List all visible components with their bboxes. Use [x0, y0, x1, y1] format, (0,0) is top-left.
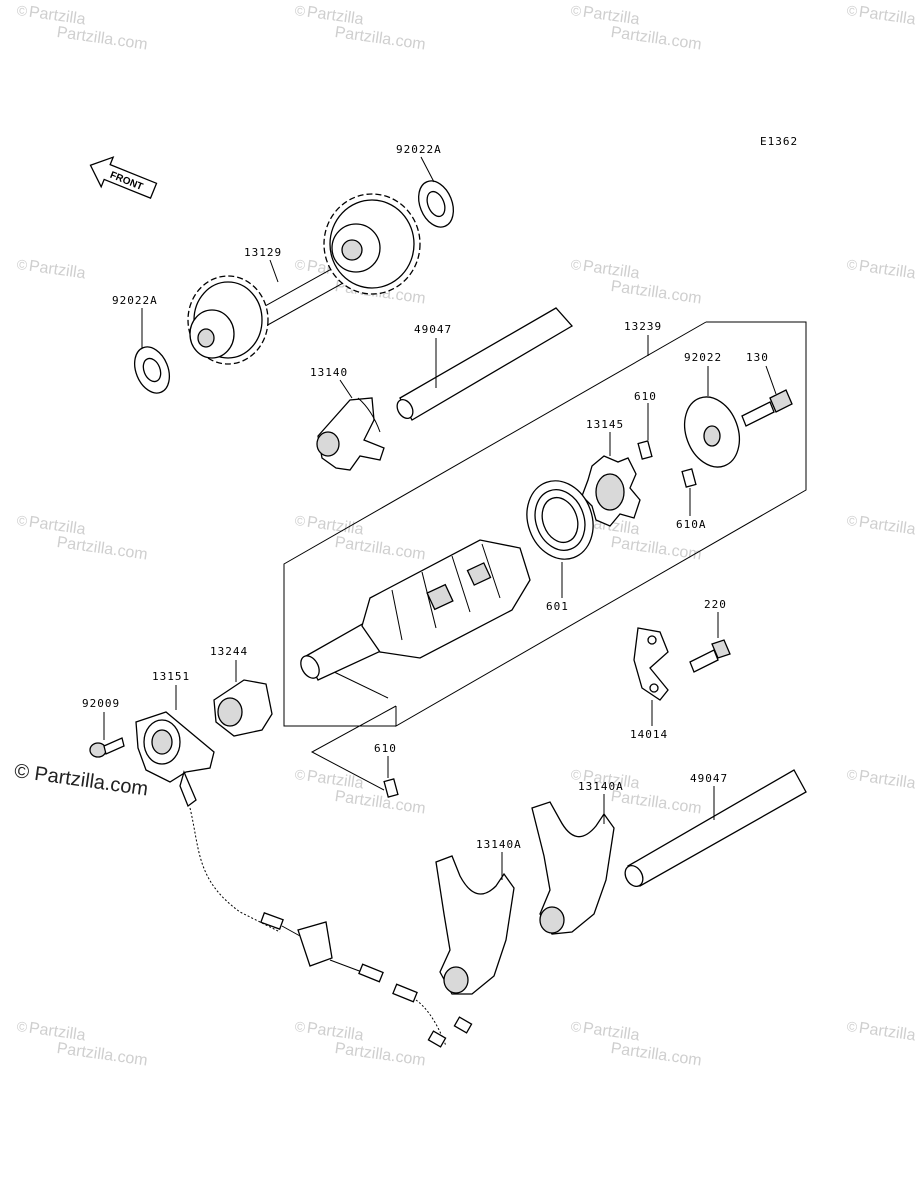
label-49047-upper: 49047: [414, 323, 452, 336]
label-610-upper: 610: [634, 390, 657, 403]
bolt-130: [741, 389, 793, 427]
rod-49047-upper: [396, 307, 574, 421]
label-130: 130: [746, 351, 769, 364]
label-610a: 610A: [676, 518, 707, 531]
bearing-601: [526, 480, 594, 560]
label-13140a-right: 13140A: [578, 780, 624, 793]
washer-92022a-left: [134, 346, 170, 394]
shift-fork-13140: [316, 397, 385, 471]
washer-92022: [683, 396, 741, 468]
diagram-code: E1362: [760, 135, 798, 148]
label-13129: 13129: [244, 246, 282, 259]
label-220: 220: [704, 598, 727, 611]
shift-drum: [300, 539, 531, 681]
label-92022a-top: 92022A: [396, 143, 442, 156]
dowel-pin-610a: [681, 468, 697, 488]
dowel-pin-610-upper: [637, 440, 653, 460]
label-13145: 13145: [586, 418, 624, 431]
screw-92009: [89, 737, 125, 758]
dowel-pin-610-lower: [383, 778, 399, 798]
washer-92022a-top: [418, 180, 454, 228]
label-92022: 92022: [684, 351, 722, 364]
bolt-220: [689, 639, 731, 673]
gear-shaft-13129: [187, 193, 421, 365]
label-13151: 13151: [152, 670, 190, 683]
label-92009: 92009: [82, 697, 120, 710]
label-13140: 13140: [310, 366, 348, 379]
label-13239: 13239: [624, 320, 662, 333]
shift-fork-13140a-left: [435, 855, 515, 995]
rod-49047-lower: [624, 769, 807, 887]
shift-fork-13140a-right: [531, 801, 615, 935]
cam-13244: [213, 679, 273, 737]
wiring-harness: [260, 912, 473, 1048]
front-arrow-icon: FRONT: [89, 156, 158, 200]
shift-drum-frame: [283, 321, 807, 791]
label-13140a-left: 13140A: [476, 838, 522, 851]
sensor-13151: [135, 711, 281, 933]
label-49047-lower: 49047: [690, 772, 728, 785]
label-13244: 13244: [210, 645, 248, 658]
label-601: 601: [546, 600, 569, 613]
label-92022a-left: 92022A: [112, 294, 158, 307]
plate-14014: [633, 627, 669, 701]
star-plate-13145: [581, 455, 641, 527]
label-14014: 14014: [630, 728, 668, 741]
label-610-lower: 610: [374, 742, 397, 755]
